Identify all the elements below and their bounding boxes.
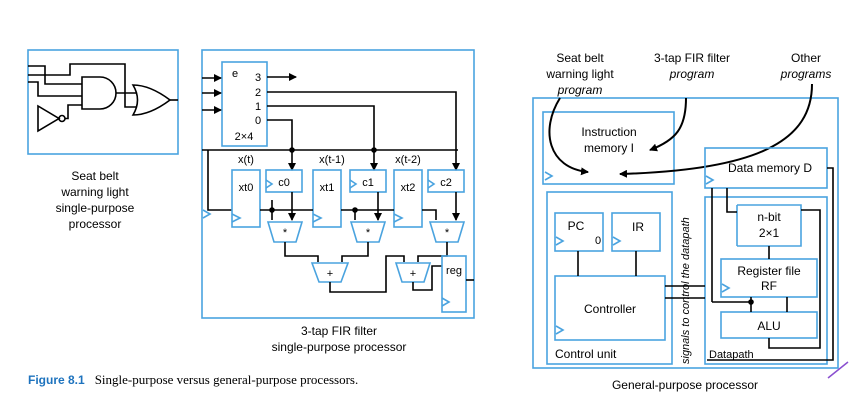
rf-label-2: RF: [761, 279, 777, 293]
tap-label-1: x(t-1): [319, 154, 345, 166]
decoder-enable: e: [232, 68, 238, 80]
datapath-label: Datapath: [709, 349, 754, 361]
xt1-register: [312, 169, 342, 228]
general-purpose-processor: Seat belt warning light program 3-tap FI…: [532, 51, 849, 392]
fir-box: [201, 49, 475, 319]
mux-label-2: 2×1: [759, 226, 780, 240]
signals-label: signals to control the datapath: [680, 217, 692, 364]
caption-number: Figure 8.1: [28, 373, 85, 387]
control-unit-label: Control unit: [555, 347, 617, 361]
caption-text: Single-purpose versus general-purpose pr…: [95, 372, 359, 387]
output-register-label: reg: [446, 265, 462, 277]
program-2-line1: 3-tap FIR filter: [654, 51, 730, 65]
c1-register: [349, 169, 387, 193]
pc-label: PC: [568, 219, 585, 233]
c2-label: c2: [440, 177, 452, 189]
multiplier-1-label: *: [366, 227, 371, 239]
mux-label-1: n-bit: [757, 210, 781, 224]
rf-label-1: Register file: [737, 264, 801, 278]
gpp-label: General-purpose processor: [612, 378, 758, 392]
c2-register: [427, 169, 465, 193]
dmem-label: Data memory D: [728, 161, 812, 175]
decoder-box: [221, 61, 268, 147]
output-register: [441, 255, 467, 313]
adder-0: [310, 262, 350, 283]
multiplier-2-label: *: [445, 227, 450, 239]
xt2-label: xt2: [401, 182, 416, 194]
instruction-memory: [542, 111, 675, 185]
multiplier-0-label: *: [283, 227, 288, 239]
fir-label-1: 3-tap FIR filter: [301, 324, 377, 338]
xt1-label: xt1: [320, 182, 335, 194]
decoder-out-2: 2: [255, 87, 261, 99]
seatbelt-box: [27, 49, 179, 155]
seatbelt-processor: Seat belt warning light single-purpose p…: [27, 49, 179, 231]
or-gate-icon: [131, 84, 172, 116]
program-1-line3: program: [557, 83, 603, 97]
tap-label-0: x(t): [238, 154, 254, 166]
and-gate-icon: [81, 76, 117, 110]
multiplier-1: [349, 221, 387, 243]
decoder-out-3: 3: [255, 72, 261, 84]
seatbelt-label-2: warning light: [60, 185, 129, 199]
pc-register: [554, 212, 604, 252]
fir-processor: e 3 2 1 0 2×4 x(t) x(t-1) x(t-2) xt0 xt1…: [201, 49, 475, 354]
seatbelt-label-4: processor: [69, 217, 122, 231]
c1-label: c1: [362, 177, 374, 189]
adder-0-label: +: [327, 268, 333, 280]
control-unit: [546, 191, 673, 365]
decoder-out-0: 0: [255, 115, 261, 127]
decoder-size: 2×4: [235, 131, 254, 143]
xt0-label: xt0: [239, 182, 254, 194]
adder-1: [394, 262, 432, 283]
c0-label: c0: [278, 177, 290, 189]
controller-label: Controller: [584, 302, 636, 316]
seatbelt-label-1: Seat belt: [71, 169, 119, 183]
xt2-register: [393, 169, 423, 228]
program-3-line1: Other: [791, 51, 821, 65]
controller: [554, 275, 666, 341]
imem-label-2: memory I: [584, 141, 634, 155]
multiplier-2: [428, 221, 466, 243]
seatbelt-label-3: single-purpose: [56, 201, 135, 215]
figure-caption: Figure 8.1 Single-purpose versus general…: [28, 371, 358, 388]
decoder-out-1: 1: [255, 101, 261, 113]
tap-label-2: x(t-2): [395, 154, 421, 166]
datapath: [704, 196, 828, 365]
program-1-line1: Seat belt: [556, 51, 604, 65]
fir-label-2: single-purpose processor: [272, 340, 407, 354]
program-3-line2: programs: [780, 67, 832, 81]
c0-register: [265, 169, 303, 193]
adder-1-label: +: [410, 268, 416, 280]
program-2-line2: program: [669, 67, 715, 81]
multiplier-0: [266, 221, 304, 243]
xt0-register: [231, 169, 261, 228]
corner-mark: [827, 361, 849, 379]
ir-label: IR: [632, 220, 644, 234]
program-1-line2: warning light: [545, 67, 614, 81]
imem-label-1: Instruction: [581, 125, 636, 139]
alu-label: ALU: [757, 319, 780, 333]
pc-sub-label: 0: [595, 235, 601, 247]
not-gate-icon: [37, 104, 61, 133]
